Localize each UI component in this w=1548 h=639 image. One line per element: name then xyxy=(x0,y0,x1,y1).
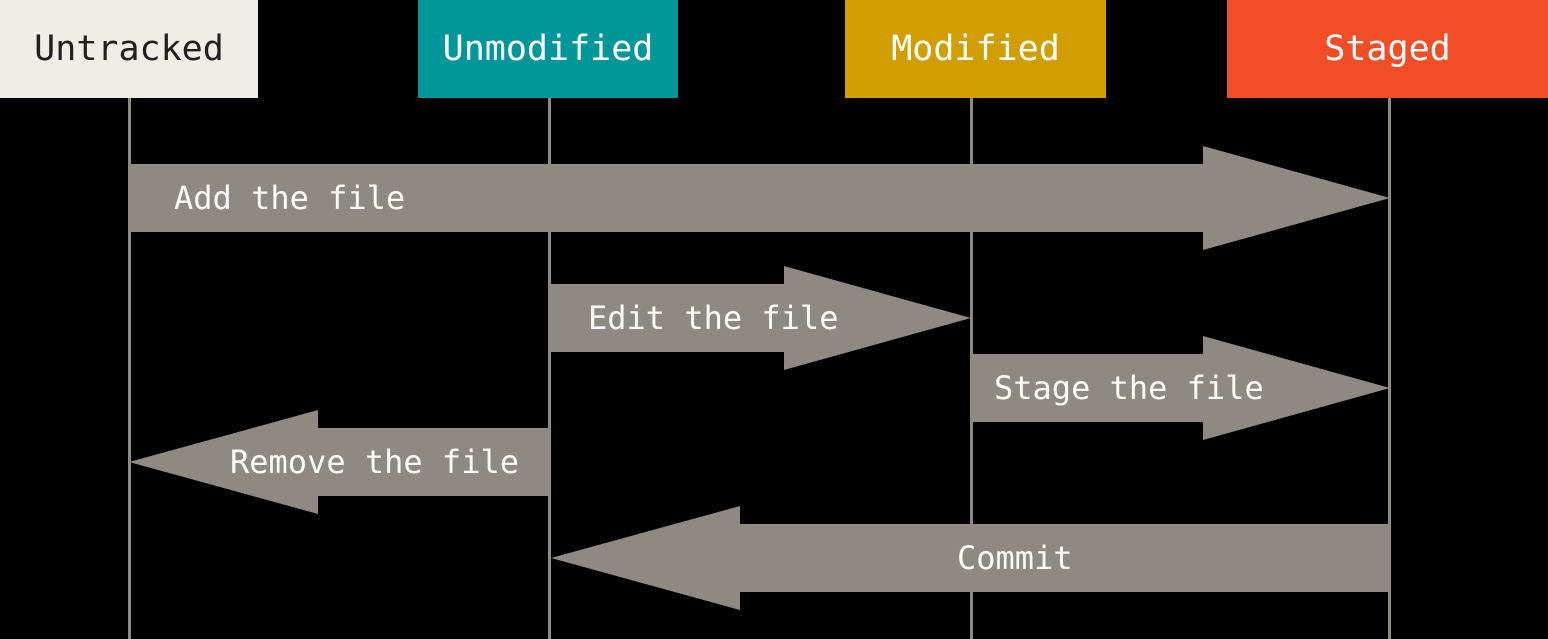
arrow-shaft xyxy=(129,164,1203,232)
arrow-shaft xyxy=(971,354,1203,422)
state-box-unmodified: Unmodified xyxy=(418,0,678,98)
state-label-unmodified: Unmodified xyxy=(442,29,654,69)
arrow-label-stage-the-file: Stage the file xyxy=(994,369,1264,407)
arrow-label-commit: Commit xyxy=(957,539,1073,577)
arrow-shaft xyxy=(549,284,784,352)
arrowhead-left-icon xyxy=(551,506,740,610)
state-label-untracked: Untracked xyxy=(34,29,224,69)
arrow-shaft xyxy=(317,428,550,496)
arrowhead-right-icon xyxy=(784,266,971,370)
state-box-staged: Staged xyxy=(1227,0,1548,98)
arrow-label-remove-the-file: Remove the file xyxy=(230,443,519,481)
state-box-untracked: Untracked xyxy=(0,0,258,98)
state-label-modified: Modified xyxy=(891,29,1060,69)
lifeline-unmodified xyxy=(548,98,551,639)
arrow-shaft xyxy=(740,524,1390,592)
arrowhead-right-icon xyxy=(1203,146,1390,250)
arrow-label-add-the-file: Add the file xyxy=(174,179,406,217)
state-box-modified: Modified xyxy=(845,0,1106,98)
arrowhead-left-icon xyxy=(129,410,318,514)
lifeline-untracked xyxy=(128,98,131,639)
state-label-staged: Staged xyxy=(1324,29,1451,69)
arrow-label-edit-the-file: Edit the file xyxy=(588,299,839,337)
arrowhead-right-icon xyxy=(1203,336,1390,440)
